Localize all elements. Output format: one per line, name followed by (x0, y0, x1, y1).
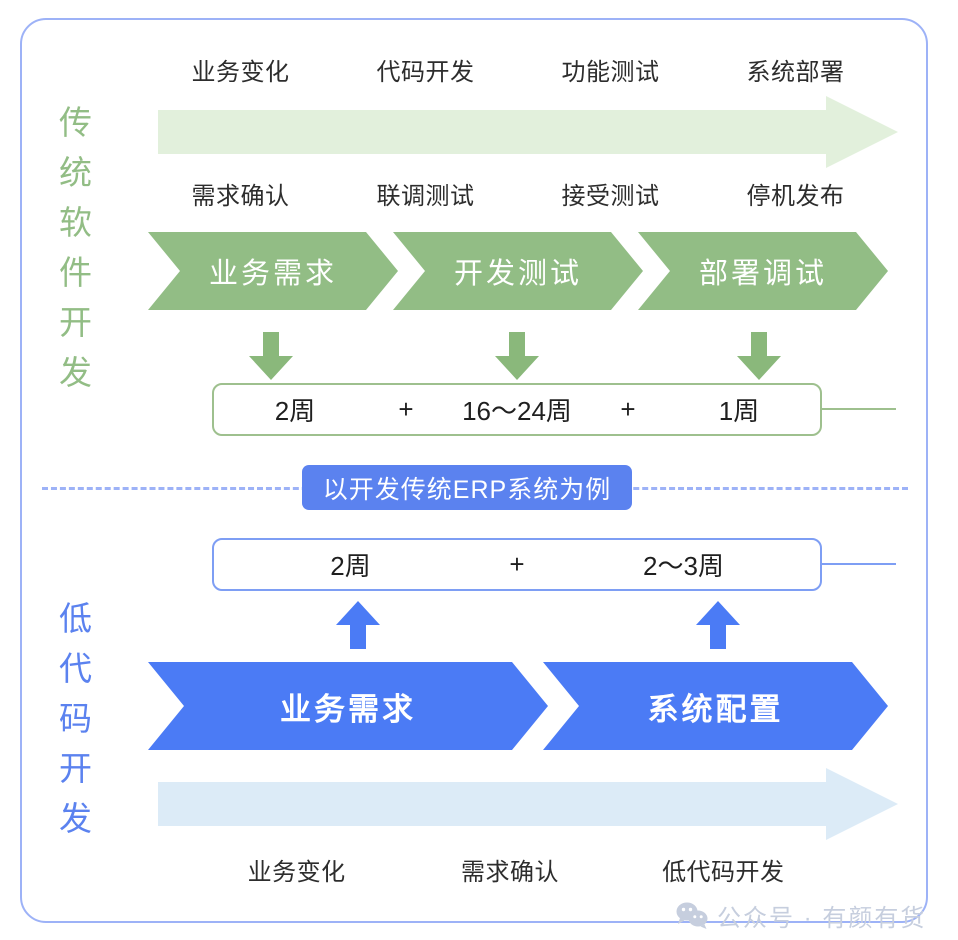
side-label-char: 统 (59, 154, 93, 191)
side-label-char: 软 (59, 204, 93, 241)
stage-chevron-deploy-debug[interactable]: 部署调试 (638, 232, 888, 310)
lowcode-bottom-labels: 业务变化 需求确认 低代码开发 (190, 852, 830, 886)
stage-chevron-business-requirement[interactable]: 业务需求 (148, 662, 548, 750)
duration-segment: 16～24周 (462, 396, 572, 426)
flow-label: 需求确认 (191, 183, 290, 210)
stage-chevron-dev-test[interactable]: 开发测试 (393, 232, 643, 310)
example-badge-label: 以开发传统ERP系统为例 (322, 475, 612, 504)
flow-label: 接受测试 (561, 183, 660, 210)
duration-operator: + (509, 549, 525, 579)
stage-chevron-label: 业务需求 (208, 258, 337, 290)
example-badge: 以开发传统ERP系统为例 (302, 465, 632, 510)
lowcode-duration-box: 2周 + 2～3周 (212, 538, 822, 591)
watermark: 公众号 · 有颜有货 (676, 898, 926, 932)
lowcode-stage-chevrons: 业务需求 系统配置 (148, 662, 888, 750)
flow-label: 联调测试 (376, 183, 475, 210)
side-label-char: 开 (59, 304, 93, 341)
side-label-char: 发 (59, 354, 93, 391)
duration-operator: + (620, 394, 636, 424)
stage-chevron-label: 部署调试 (698, 258, 827, 290)
up-arrow-icon (336, 601, 380, 654)
wechat-icon (676, 902, 708, 929)
side-label-char: 件 (59, 254, 93, 291)
traditional-duration-box: 2周 + 16～24周 + 1周 (212, 383, 822, 436)
lowcode-background-arrow (158, 768, 898, 840)
up-arrow-icon (696, 601, 740, 654)
stage-chevron-system-config[interactable]: 系统配置 (543, 662, 888, 750)
down-arrow-icon (737, 332, 781, 385)
flow-label: 功能测试 (561, 59, 660, 86)
side-label-char: 发 (59, 800, 93, 837)
flow-label: 业务变化 (191, 59, 290, 86)
down-arrow-icon (495, 332, 539, 385)
duration-segment: 2～3周 (643, 551, 724, 581)
duration-operator: + (398, 394, 414, 424)
traditional-second-labels: 需求确认 联调测试 接受测试 停机发布 (148, 176, 888, 210)
duration-segment: 2周 (330, 551, 371, 581)
side-label-char: 传 (59, 104, 93, 141)
down-arrow-icon (249, 332, 293, 385)
flow-label: 需求确认 (460, 859, 559, 886)
section-label-lowcode: 低 代 码 开 发 (45, 594, 107, 844)
traditional-duration-tail-line (822, 408, 896, 410)
stage-chevron-label: 开发测试 (453, 258, 582, 290)
traditional-top-labels: 业务变化 代码开发 功能测试 系统部署 (148, 52, 888, 86)
side-label-char: 低 (59, 600, 93, 637)
section-label-traditional: 传 统 软 件 开 发 (45, 98, 107, 398)
flow-label: 低代码开发 (662, 859, 785, 886)
traditional-background-arrow (158, 96, 898, 168)
side-label-char: 代 (59, 650, 93, 687)
side-label-char: 码 (59, 700, 93, 737)
stage-chevron-label: 业务需求 (280, 691, 416, 727)
flow-label: 系统部署 (746, 59, 845, 86)
flow-label: 业务变化 (247, 859, 346, 886)
stage-chevron-business-requirement[interactable]: 业务需求 (148, 232, 398, 310)
watermark-text: 公众号 · 有颜有货 (717, 904, 927, 932)
duration-segment: 2周 (274, 396, 316, 426)
stage-chevron-label: 系统配置 (647, 691, 784, 727)
side-label-char: 开 (59, 750, 93, 787)
traditional-stage-chevrons: 业务需求 开发测试 部署调试 (148, 232, 888, 310)
duration-segment: 1周 (718, 396, 760, 426)
lowcode-duration-tail-line (822, 563, 896, 565)
flow-label: 停机发布 (746, 183, 845, 210)
flow-label: 代码开发 (376, 59, 475, 86)
